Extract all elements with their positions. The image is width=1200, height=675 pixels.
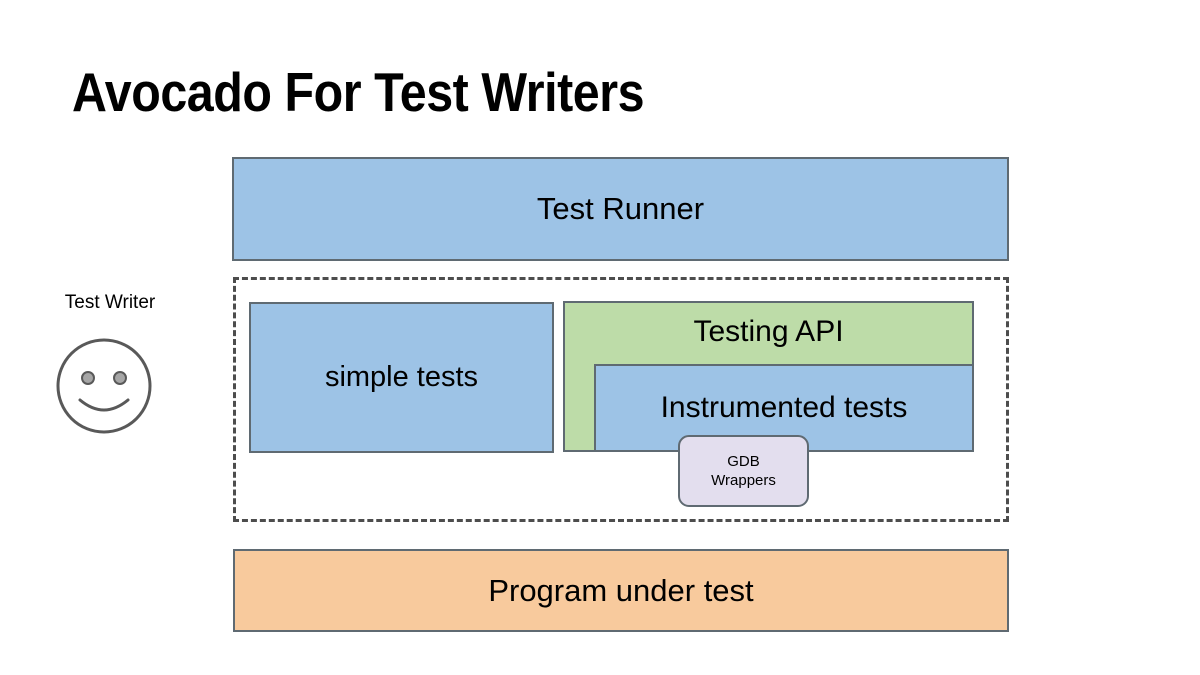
box-simple-tests: simple tests <box>249 302 554 453</box>
smiley-face-icon <box>54 336 154 441</box>
box-test-runner: Test Runner <box>232 157 1009 261</box>
test-writer-persona: Test Writer <box>30 292 190 442</box>
test-writer-label: Test Writer <box>64 292 156 313</box>
box-simple-tests-label: simple tests <box>324 361 479 393</box>
box-instrumented-tests-label: Instrumented tests <box>660 391 908 424</box>
avocado-framework-group <box>233 277 1009 522</box>
box-program-under-test: Program under test <box>233 549 1009 632</box>
box-testing-api-label: Testing API <box>693 315 844 348</box>
page-title: Avocado For Test Writers <box>72 61 645 123</box>
box-test-runner-label: Test Runner <box>536 191 705 226</box>
box-gdb-wrappers-label: GDB Wrappers <box>711 453 776 489</box>
box-program-under-test-label: Program under test <box>488 572 754 608</box>
box-gdb-wrappers: GDB Wrappers <box>678 435 809 507</box>
